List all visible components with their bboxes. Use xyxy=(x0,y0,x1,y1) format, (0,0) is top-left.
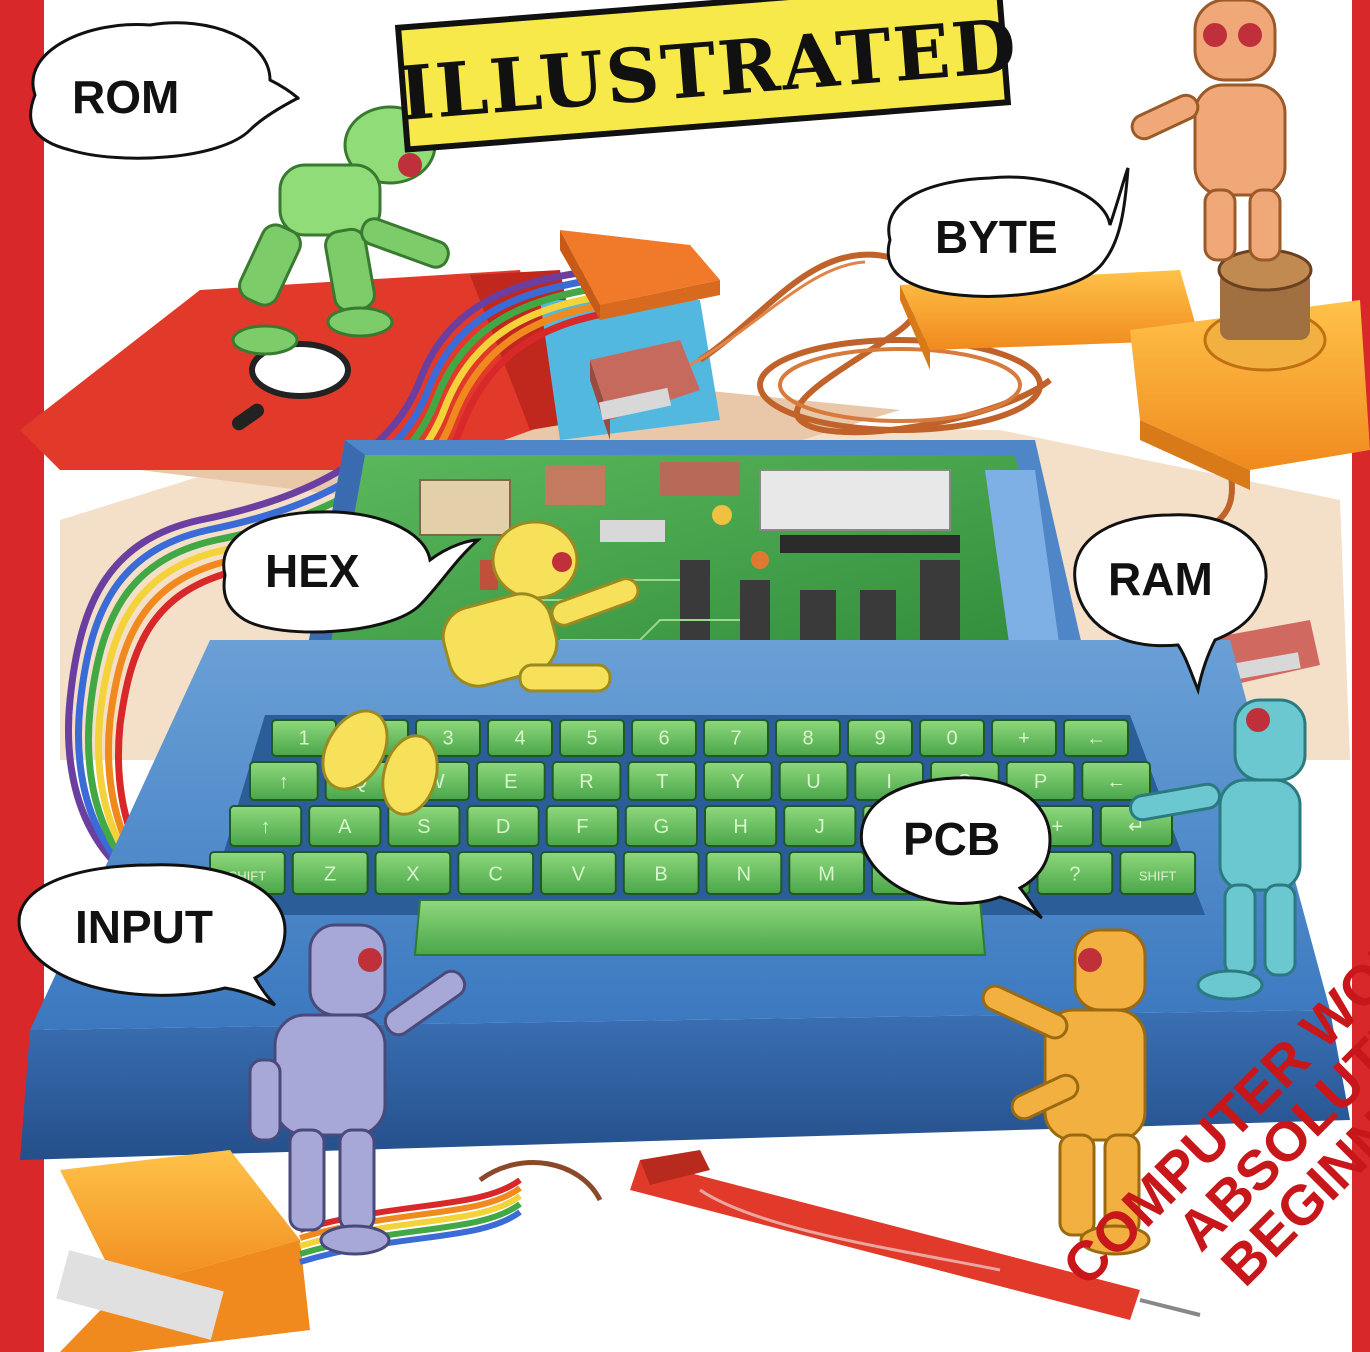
keyboard-key-label: T xyxy=(656,771,668,793)
keyboard-key-label: U xyxy=(806,771,820,793)
speech-bubble-hex: HEX xyxy=(265,545,360,597)
robot-icon xyxy=(981,928,1151,1256)
keyboard-key-label: R xyxy=(579,771,593,793)
keyboard-key xyxy=(622,851,700,895)
keyboard-key-label: + xyxy=(1018,727,1030,749)
keyboard-key-label: H xyxy=(733,816,747,838)
keyboard-key-label: Z xyxy=(324,864,336,886)
keyboard-key-label: + xyxy=(1051,816,1063,838)
keyboard-key-label: D xyxy=(496,816,510,838)
keyboard-key xyxy=(551,761,622,801)
keyboard-key xyxy=(847,719,913,757)
keyboard-key xyxy=(631,719,697,757)
keyboard-key-label: ↵ xyxy=(1128,816,1145,838)
keyboard-key xyxy=(627,761,697,801)
keyboard-key xyxy=(545,805,619,847)
keyboard-key-label: N xyxy=(737,864,751,886)
keyboard-key xyxy=(308,805,382,847)
keyboard-key xyxy=(775,719,841,757)
keyboard-key-label: ? xyxy=(1069,864,1080,886)
keyboard-key-label: 9 xyxy=(874,727,885,749)
keyboard-key xyxy=(778,761,849,801)
keyboard-key xyxy=(387,805,461,847)
keyboard-key xyxy=(991,719,1057,757)
keyboard-key xyxy=(1063,719,1129,757)
keyboard-key xyxy=(1081,761,1152,801)
speech-bubble-rom: ROM xyxy=(72,71,180,123)
keyboard-key-label: ← xyxy=(1106,771,1126,793)
keyboard-key-label: 3 xyxy=(442,727,453,749)
speech-bubble-ram: RAM xyxy=(1108,553,1213,605)
robot-icon xyxy=(321,520,640,816)
keyboard-key xyxy=(703,761,773,801)
keyboard-key xyxy=(229,805,303,847)
keyboard-key xyxy=(1119,851,1197,895)
keyboard-key xyxy=(1005,761,1076,801)
speech-bubble-input: INPUT xyxy=(75,901,213,953)
keyboard-key-label: X xyxy=(406,864,419,886)
keyboard-key xyxy=(788,851,866,895)
keyboard-key xyxy=(919,719,985,757)
keyboard-key-label: 4 xyxy=(514,727,525,749)
keyboard-key-label: 1 xyxy=(298,727,309,749)
keyboard-key xyxy=(476,761,546,801)
keyboard-key xyxy=(703,719,769,757)
robot-icon xyxy=(1129,698,1307,1001)
keyboard-key-label: ↑ xyxy=(279,771,289,793)
keyboard-key-label: E xyxy=(504,771,517,793)
keyboard-key-label: F xyxy=(576,816,588,838)
space-bar xyxy=(413,899,987,956)
connector-icon xyxy=(560,230,720,320)
keyboard-key xyxy=(705,851,783,895)
keyboard-key-label: J xyxy=(815,816,825,838)
keyboard-key-label: Y xyxy=(731,771,744,793)
keyboard-key-label: I xyxy=(886,771,892,793)
speech-bubble-icon xyxy=(17,21,1268,1007)
keyboard-key xyxy=(704,805,778,847)
connector-icon xyxy=(56,1150,310,1352)
keyboard-key xyxy=(624,805,698,847)
keyboard-key xyxy=(540,851,617,895)
keyboard-key xyxy=(466,805,540,847)
keyboard-key-label: A xyxy=(338,816,352,838)
title-banner: ILLUSTRATED xyxy=(394,0,1021,154)
keyboard-key-label: V xyxy=(572,864,586,886)
speech-bubble-pcb: PCB xyxy=(903,813,1001,865)
keyboard-key xyxy=(457,851,535,895)
keyboard-key-label: 8 xyxy=(802,727,813,749)
keyboard-key-label: 6 xyxy=(658,727,669,749)
speech-bubble-byte: BYTE xyxy=(935,211,1058,263)
keyboard-key-label: C xyxy=(488,864,502,886)
keyboard-key xyxy=(374,851,452,895)
keyboard-key-label: ↑ xyxy=(261,816,271,838)
keyboard-key xyxy=(249,761,319,801)
keyboard-key-label: B xyxy=(654,864,667,886)
keyboard-key-label: 5 xyxy=(586,727,597,749)
logic-probe-icon xyxy=(478,1150,1201,1320)
keyboard-key-label: P xyxy=(1034,771,1047,793)
connector-icon xyxy=(590,340,700,440)
keyboard-key-label: M xyxy=(818,864,835,886)
keyboard-key xyxy=(559,719,625,757)
keyboard-key-label: G xyxy=(654,816,670,838)
keyboard-key-label: S xyxy=(417,816,430,838)
keyboard-key xyxy=(783,805,857,847)
keyboard-key xyxy=(487,719,553,757)
keyboard-key-label: 7 xyxy=(730,727,741,749)
robot-icon xyxy=(1130,0,1287,262)
robot-icon xyxy=(248,923,467,1256)
title-banner-background xyxy=(394,0,1012,153)
keyboard-key xyxy=(291,851,369,895)
keyboard-key-label: SHIFT xyxy=(1139,869,1177,884)
keyboard-key-label: 0 xyxy=(946,727,957,749)
keyboard-key-label: ← xyxy=(1086,727,1106,749)
